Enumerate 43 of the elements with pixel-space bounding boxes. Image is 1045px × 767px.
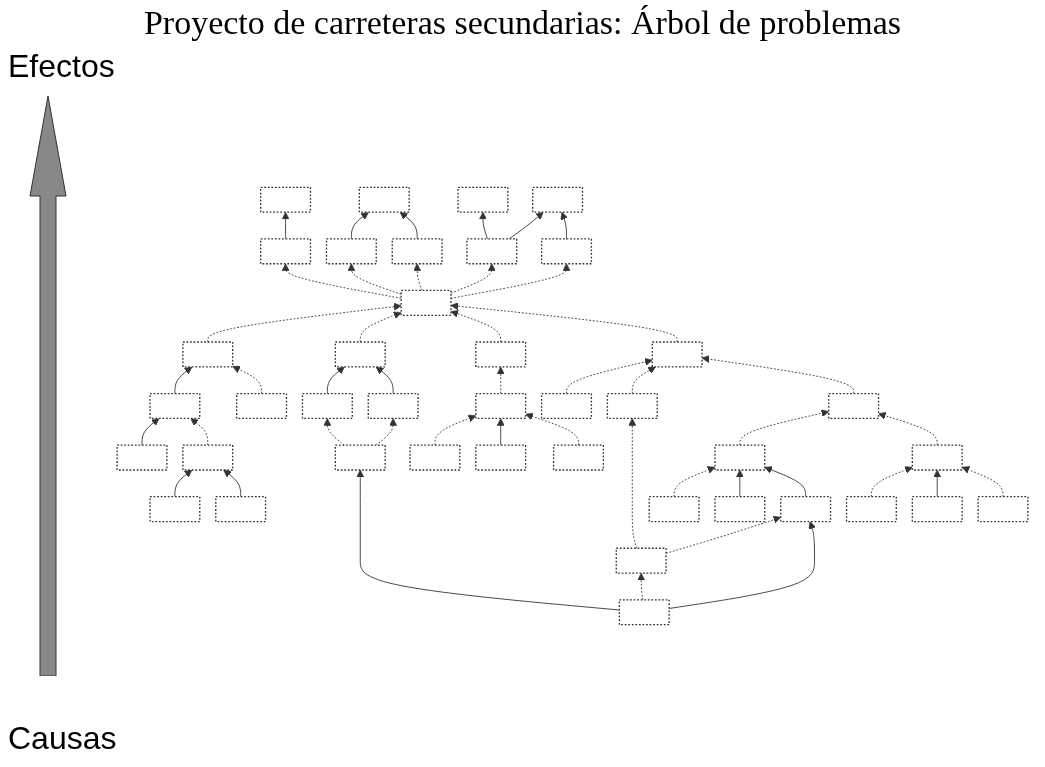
node-box [828,392,880,420]
node-box [540,392,593,420]
node-box [260,186,312,213]
node-box [648,496,700,523]
node-box [911,496,963,523]
node-box [409,444,461,471]
node-box [367,392,419,420]
node-box [615,547,667,574]
node-box [552,444,605,471]
node-box [540,238,593,265]
node-box [911,444,963,471]
node-box [301,392,353,420]
node-box [606,392,658,420]
node-box [149,392,201,420]
node-box [334,444,386,471]
node-box [845,496,897,523]
node-box [334,341,386,368]
node-box [475,392,527,420]
node-box [457,186,509,213]
node-box [149,496,201,523]
node-box [182,444,234,471]
node-box [780,496,832,523]
node-box [215,496,267,523]
node-box [260,238,312,265]
node-box [714,496,766,523]
diagram-title: Proyecto de carreteras secundarias: Árbol de problemas [142,4,903,42]
node-box [714,444,766,471]
node-box [977,496,1029,523]
node-box [651,341,703,368]
node-box [391,238,443,265]
node-box [236,392,288,420]
node-box [466,238,518,265]
node-box [116,444,168,471]
node-box [358,186,410,213]
node-box [475,444,527,471]
node-box [182,341,234,368]
node-box [400,289,452,316]
node-box [532,186,584,213]
axis-label: Efectos [8,48,115,85]
axis-label: Causas [8,720,117,757]
node-box [325,238,377,265]
node-box [618,599,670,626]
node-box [475,341,527,368]
